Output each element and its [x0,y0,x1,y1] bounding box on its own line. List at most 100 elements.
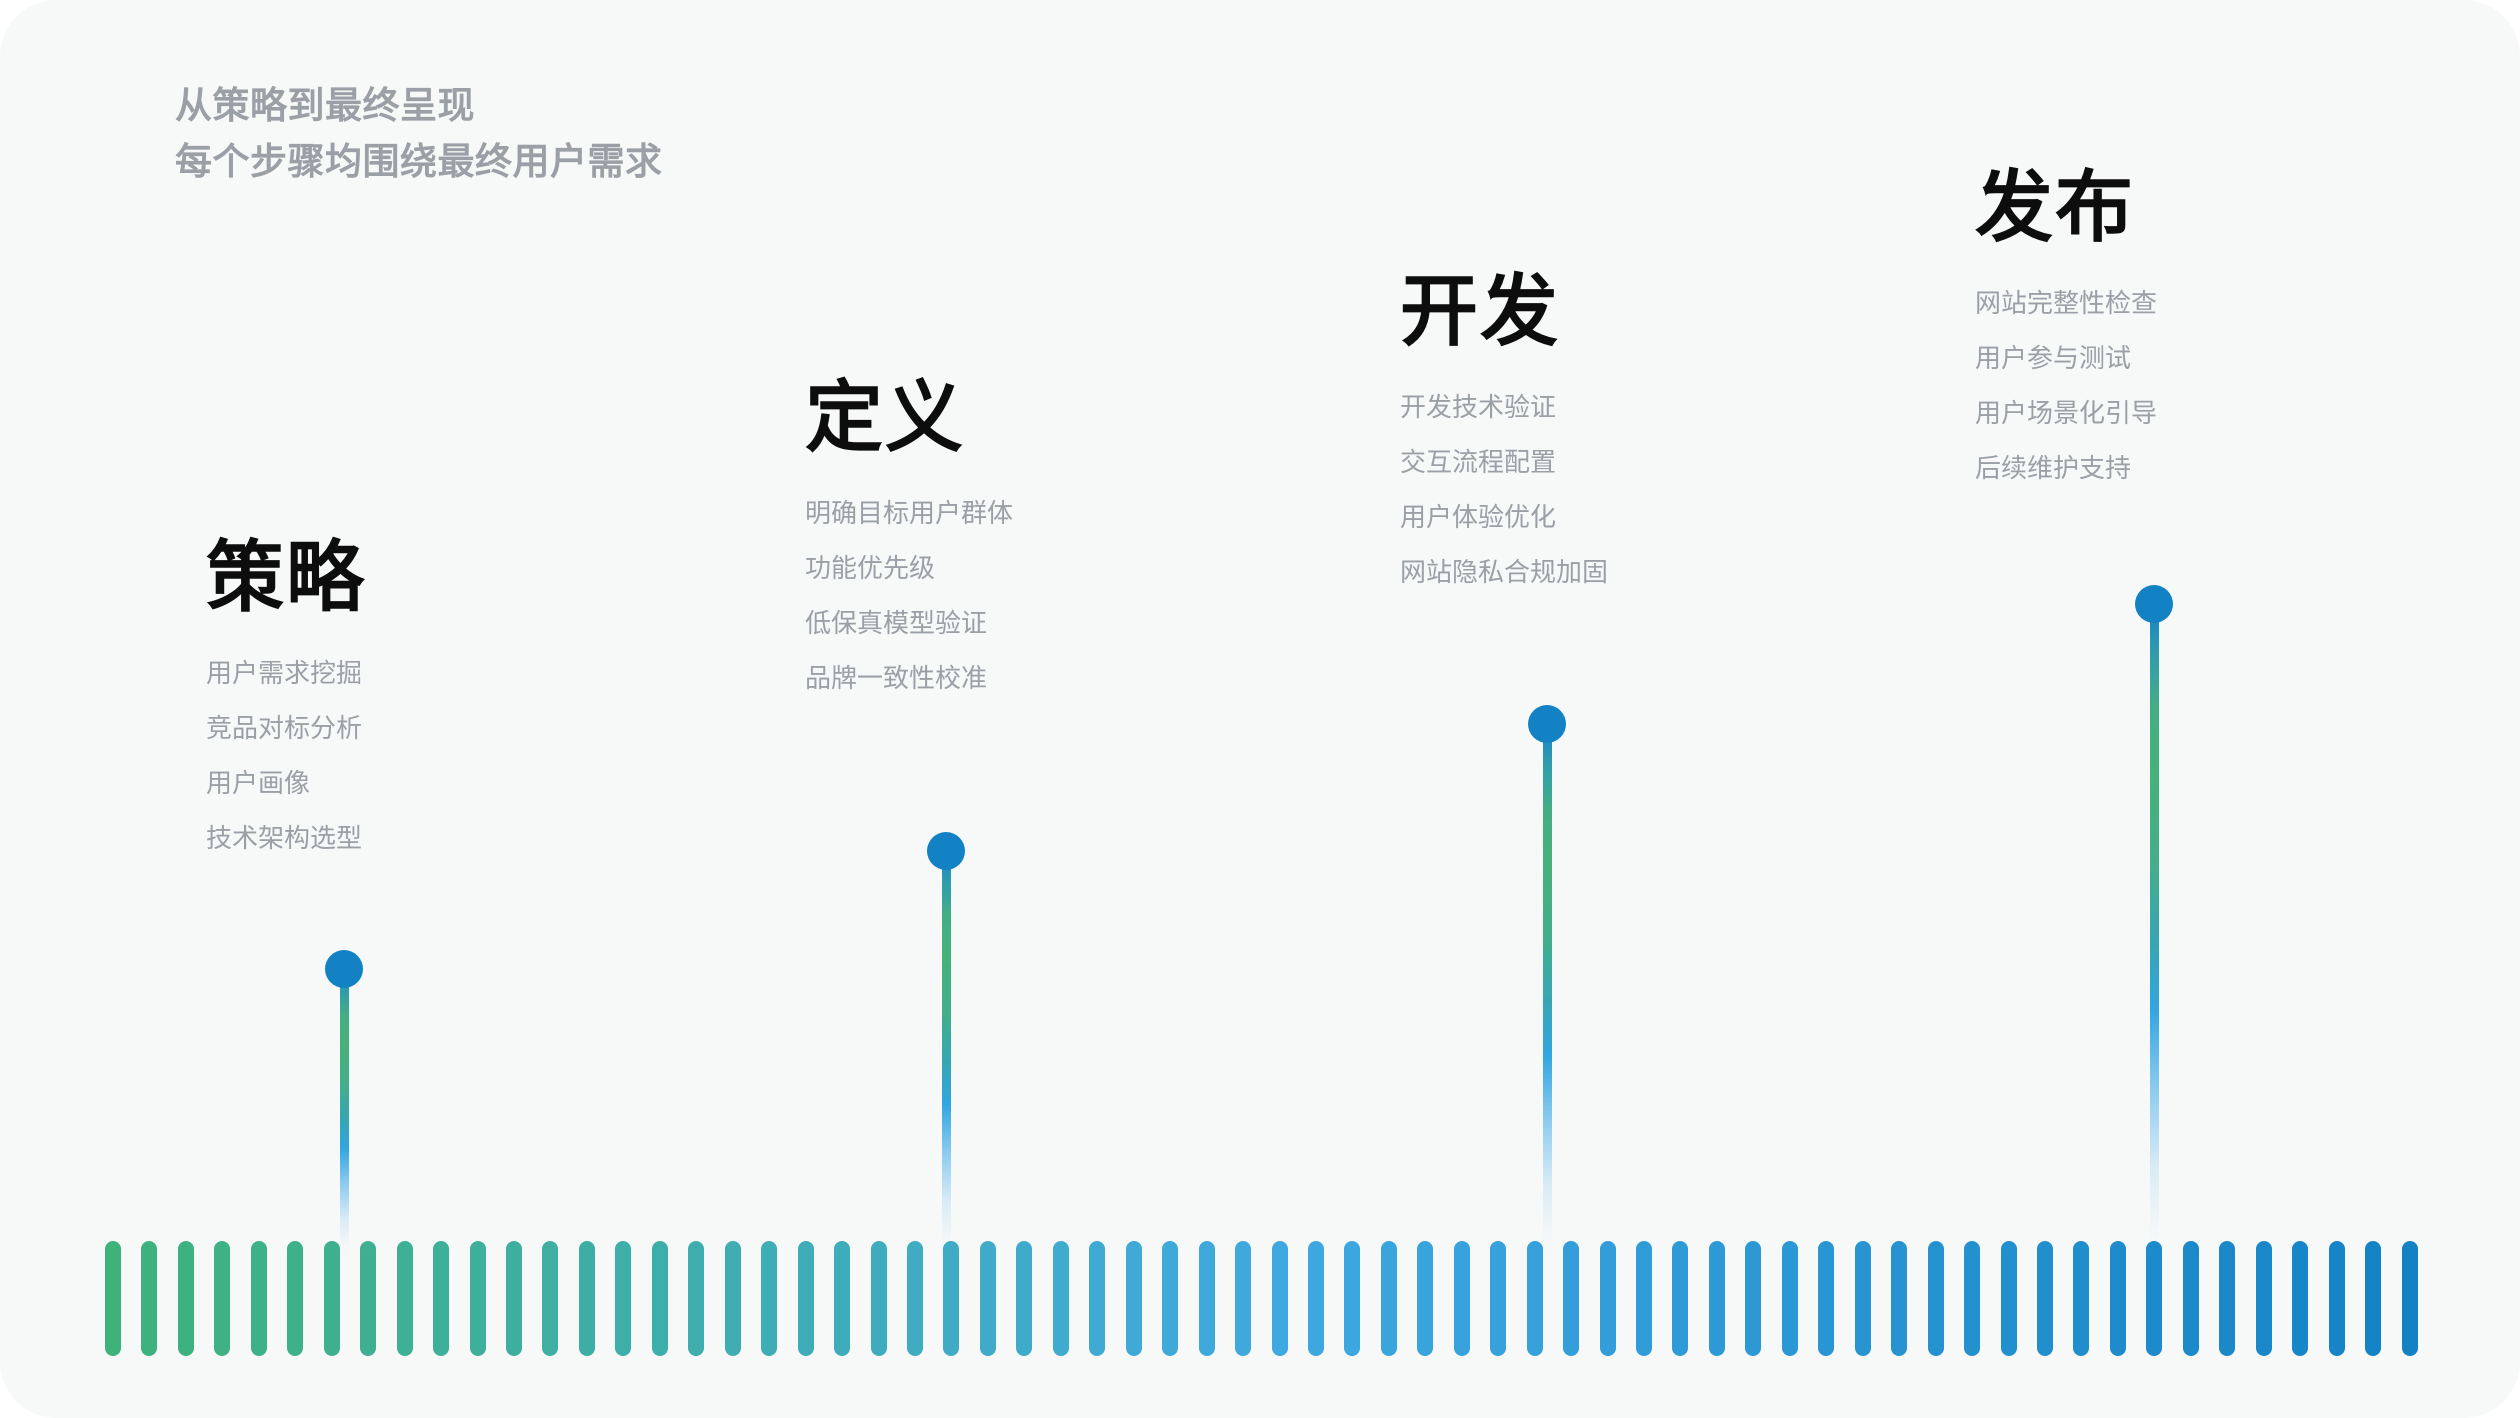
timeline-bar [2328,1241,2345,1356]
timeline-bar [2146,1241,2163,1356]
timeline-bars [105,1241,2418,1356]
timeline-bar [1198,1241,1215,1356]
timeline-bar [287,1241,304,1356]
timeline-bar [2000,1241,2017,1356]
dot-strategy [325,950,363,988]
timeline-bar [1927,1241,1944,1356]
stage-strategy: 策略 用户需求挖掘 竞品对标分析 用户画像 技术架构选型 [206,538,366,851]
list-item: 用户体验优化 [1400,502,1557,532]
timeline-bar [1344,1241,1361,1356]
timeline-bar [2255,1241,2272,1356]
timeline-bar [433,1241,450,1356]
timeline-bar [542,1241,559,1356]
timeline-bar [2182,1241,2199,1356]
list-item: 交互流程配置 [1400,447,1557,477]
timeline-bar [2073,1241,2090,1356]
list-item: 功能优先级 [805,553,936,583]
list-item: 技术架构选型 [206,823,363,853]
timeline-bar [1781,1241,1798,1356]
stage-launch-list: 网站完整性检查 用户参与测试 用户场景化引导 后续维护支持 [1975,290,2157,481]
timeline-bar [2037,1241,2054,1356]
dot-develop [1528,705,1566,743]
timeline-bar [943,1241,960,1356]
timeline-bar [688,1241,705,1356]
timeline-bar [1016,1241,1033,1356]
stage-launch: 发布 网站完整性检查 用户参与测试 用户场景化引导 后续维护支持 [1975,168,2157,481]
timeline-bar [2365,1241,2382,1356]
timeline-bar [360,1241,377,1356]
timeline-bar [2292,1241,2309,1356]
timeline-bar [870,1241,887,1356]
timeline-bar [1089,1241,1106,1356]
timeline-bar [1526,1241,1543,1356]
stem-strategy [340,969,349,1259]
timeline-bar [469,1241,486,1356]
timeline-bar [578,1241,595,1356]
list-item: 明确目标用户群体 [805,498,1014,528]
list-item: 网站隐私合规加固 [1400,557,1609,587]
timeline-bar [1563,1241,1580,1356]
timeline-bar [651,1241,668,1356]
stage-strategy-title: 策略 [206,533,367,621]
list-item: 用户画像 [206,768,311,798]
list-item: 品牌一致性校准 [805,663,988,693]
stem-develop [1543,724,1552,1259]
dot-define [927,832,965,870]
timeline-bar [1891,1241,1908,1356]
timeline-bar [2219,1241,2236,1356]
stage-strategy-list: 用户需求挖掘 竞品对标分析 用户画像 技术架构选型 [206,660,366,851]
timeline-bar [1307,1241,1324,1356]
stage-develop-list: 开发技术验证 交互流程配置 用户体验优化 网站隐私合规加固 [1400,394,1608,585]
stage-launch-title: 发布 [1975,163,2136,251]
list-item: 用户参与测试 [1975,343,2132,373]
timeline-bar [1854,1241,1871,1356]
stage-define: 定义 明确目标用户群体 功能优先级 低保真模型验证 品牌一致性校准 [805,378,1013,691]
stage-develop-title: 开发 [1400,267,1561,355]
timeline-bar [834,1241,851,1356]
stage-define-list: 明确目标用户群体 功能优先级 低保真模型验证 品牌一致性校准 [805,500,1013,691]
timeline-bar [1818,1241,1835,1356]
timeline-bar [906,1241,923,1356]
timeline-bar [797,1241,814,1356]
timeline-bar [1599,1241,1616,1356]
timeline-bar [323,1241,340,1356]
timeline-bar [1964,1241,1981,1356]
list-item: 用户需求挖掘 [206,658,363,688]
list-item: 开发技术验证 [1400,392,1557,422]
timeline-bar [1125,1241,1142,1356]
list-item: 网站完整性检查 [1975,288,2158,318]
list-item: 低保真模型验证 [805,608,988,638]
timeline-bar [177,1241,194,1356]
timeline-bar [1052,1241,1069,1356]
timeline-bar [1380,1241,1397,1356]
timeline-bar [615,1241,632,1356]
stem-define [942,851,951,1259]
stage-develop: 开发 开发技术验证 交互流程配置 用户体验优化 网站隐私合规加固 [1400,272,1608,585]
list-item: 竞品对标分析 [206,713,363,743]
timeline-bar [1636,1241,1653,1356]
list-item: 后续维护支持 [1975,453,2132,483]
timeline-bar [1745,1241,1762,1356]
timeline-bar [250,1241,267,1356]
timeline-bar [214,1241,231,1356]
timeline-bar [1453,1241,1470,1356]
timeline-bar [2401,1241,2418,1356]
timeline-bar [724,1241,741,1356]
timeline-bar [1417,1241,1434,1356]
timeline-bar [761,1241,778,1356]
timeline-bar [105,1241,121,1356]
timeline-bar [1162,1241,1179,1356]
timeline-bar [979,1241,996,1356]
timeline-bar [1708,1241,1725,1356]
timeline-bar [396,1241,413,1356]
dot-launch [2135,585,2173,623]
timeline-bar [1271,1241,1288,1356]
timeline-bar [1490,1241,1507,1356]
stem-launch [2150,604,2159,1259]
timeline-bar [1235,1241,1252,1356]
stage-define-title: 定义 [805,373,966,461]
timeline-bar [141,1241,158,1356]
timeline-bar [505,1241,522,1356]
header: 从策略到最终呈现 每个步骤均围绕最终用户需求 [175,78,663,190]
